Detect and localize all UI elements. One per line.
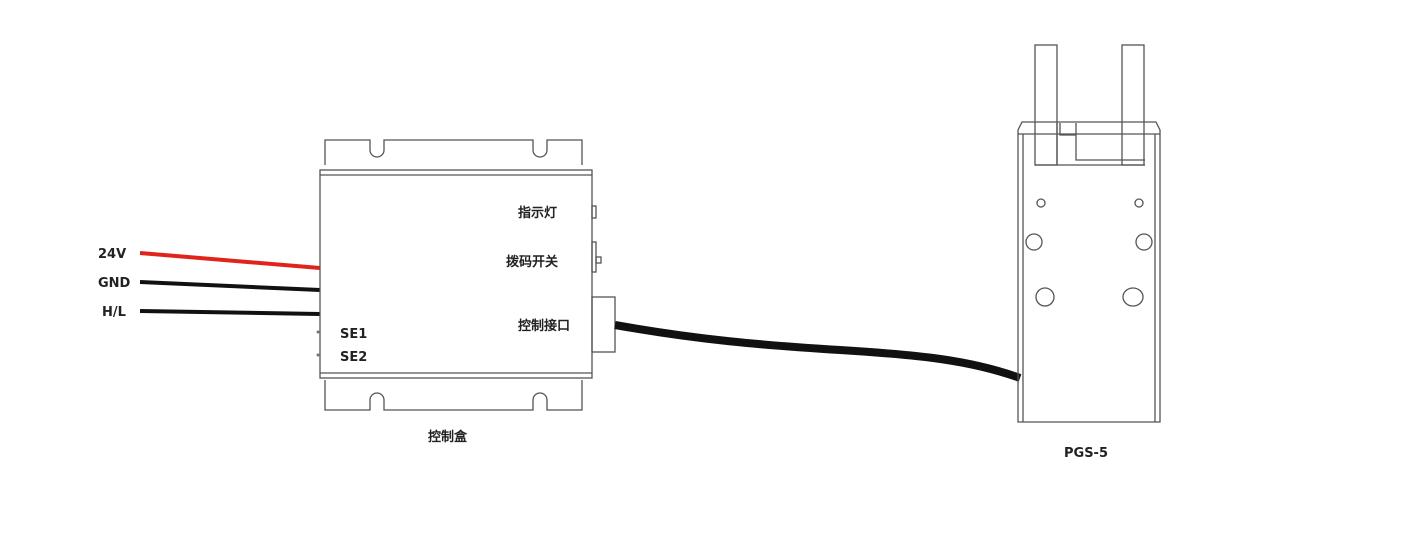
wire-label-hl: H/L	[102, 305, 126, 320]
control-box-title: 控制盒	[428, 429, 468, 445]
dip-switch-label: 拨码开关	[506, 254, 558, 270]
se2-label: SE2	[340, 350, 367, 365]
control-port-connector	[591, 296, 616, 353]
left-finger	[1034, 44, 1058, 166]
control-cable	[614, 321, 1022, 382]
wire-label-gnd: GND	[98, 276, 131, 291]
right-finger	[1121, 44, 1145, 166]
pgs-5-gripper: PGS-5	[1017, 44, 1161, 461]
gripper-model-label: PGS-5	[1064, 446, 1108, 461]
wire-hl	[139, 309, 321, 316]
top-flange	[324, 139, 583, 165]
wire-label-24v: 24V	[98, 247, 126, 262]
mount-hole	[1135, 233, 1153, 251]
control-port-label: 控制接口	[518, 318, 570, 334]
screw-hole	[1134, 198, 1144, 208]
se1-label: SE1	[340, 327, 367, 342]
indicator-light	[591, 205, 597, 219]
mount-hole	[1025, 233, 1043, 251]
mount-hole	[1122, 287, 1144, 307]
mount-hole	[1035, 287, 1055, 307]
screw-hole	[1036, 198, 1046, 208]
input-wires: 24V GND H/L	[98, 247, 321, 320]
gripper-body	[1017, 121, 1161, 423]
box-body	[319, 169, 593, 379]
indicator-label: 指示灯	[518, 205, 557, 221]
wire-24v	[139, 251, 321, 270]
control-box: 指示灯 拨码开关 控制接口 SE1 SE2 控制盒	[316, 139, 616, 445]
bottom-flange	[324, 380, 583, 411]
wire-gnd	[139, 280, 321, 292]
